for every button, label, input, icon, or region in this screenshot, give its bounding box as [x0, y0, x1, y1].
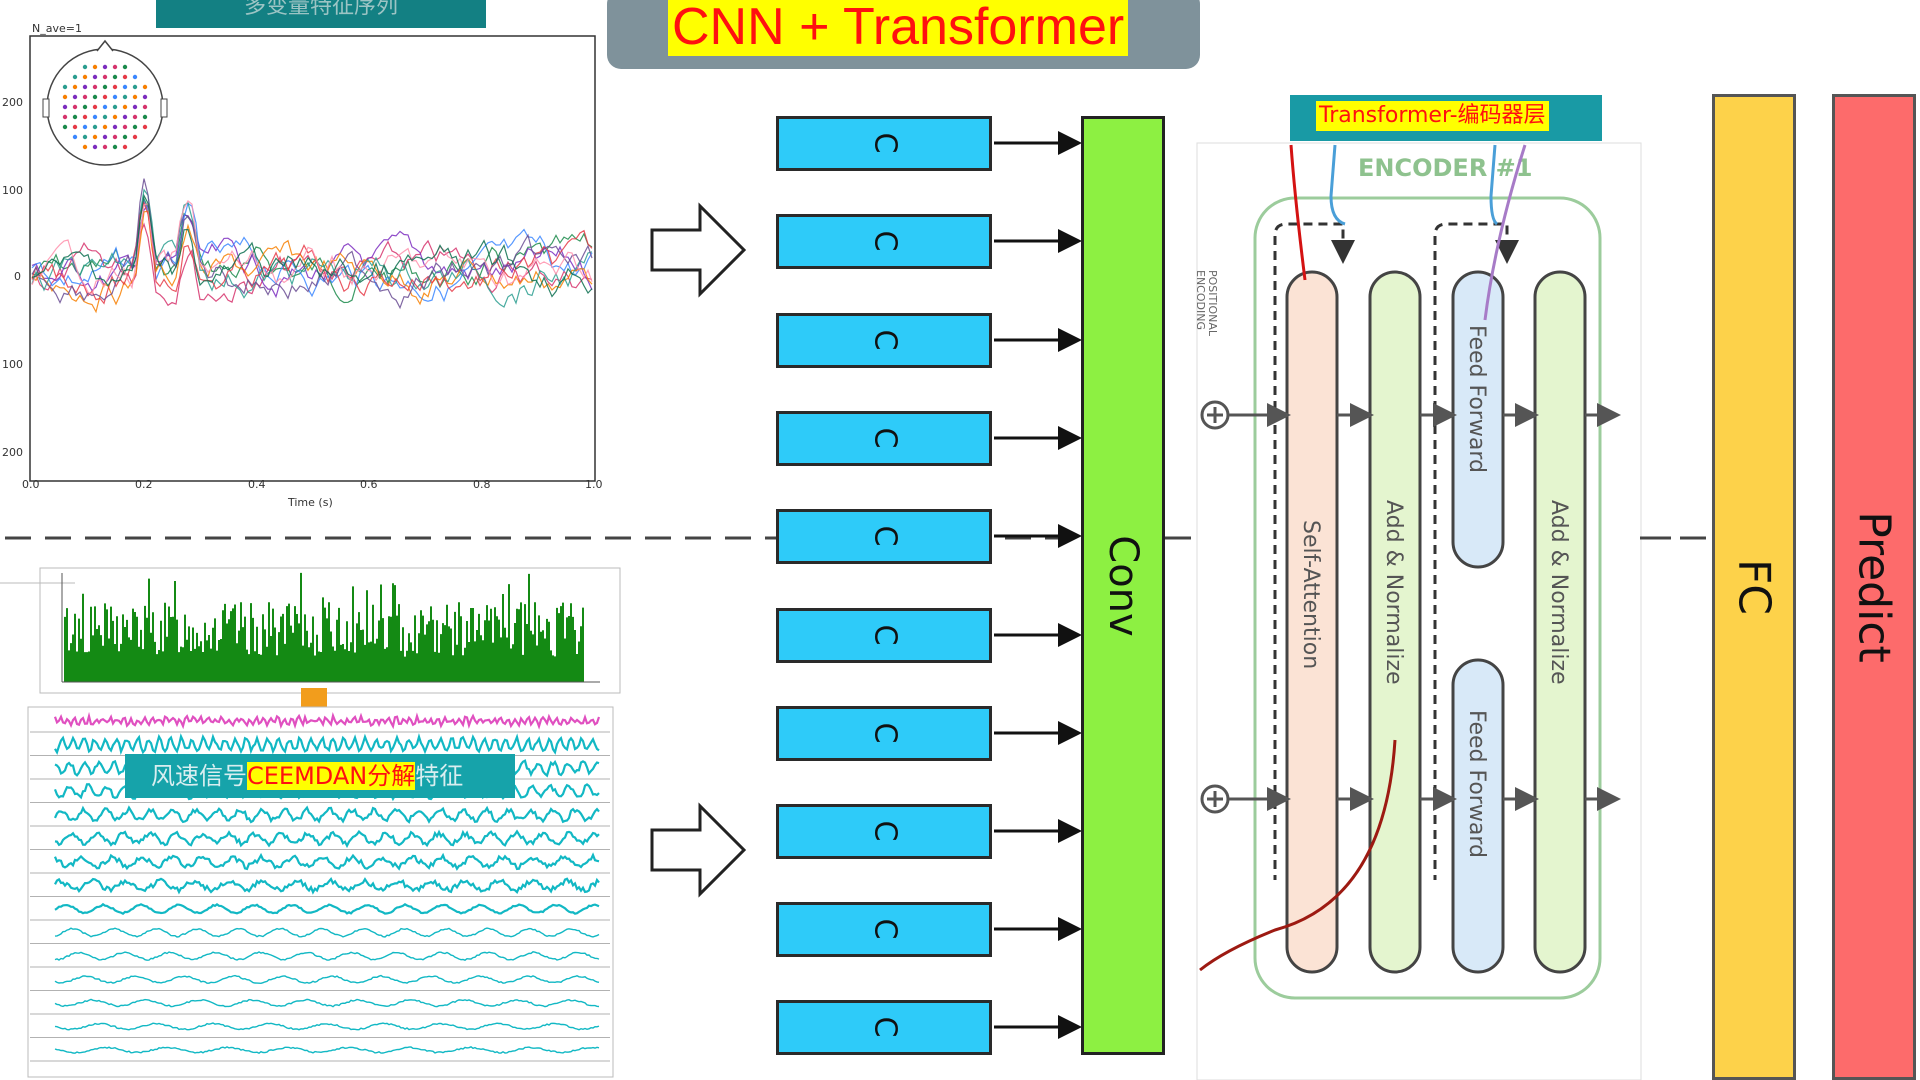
c-to-conv-arrows	[994, 131, 1082, 1039]
eeg-y-tick: 0	[14, 270, 21, 283]
eeg-x-tick: 0.2	[135, 478, 153, 491]
eeg-y-ticks: 200 100 0 100 200	[2, 96, 23, 459]
eeg-nave-label: N_ave=1	[32, 24, 82, 35]
add-normalize-label: Add & Normalize	[1546, 500, 1571, 685]
feed-forward-label: Feed Forward	[1464, 325, 1489, 473]
conv-label: Conv	[1100, 534, 1146, 637]
eeg-x-ticks: 0.0 0.2 0.4 0.6 0.8 1.0	[22, 478, 603, 491]
ceemdan-label: 风速信号CEEMDAN分解特征	[125, 754, 515, 798]
feed-forward-label: Feed Forward	[1464, 710, 1489, 858]
c-block-label: C	[866, 427, 902, 449]
c-block-label: C	[866, 132, 902, 154]
c-block: C	[776, 313, 992, 368]
eeg-x-axis-label: Time (s)	[287, 496, 333, 509]
eeg-y-tick: 100	[2, 358, 23, 371]
c-block-label: C	[866, 722, 902, 744]
c-block-label: C	[866, 230, 902, 252]
eeg-x-tick: 0.8	[473, 478, 491, 491]
c-block: C	[776, 608, 992, 663]
encoder-title: ENCODER #1	[1358, 154, 1532, 182]
diagram-title: CNN + Transformer	[668, 0, 1129, 56]
fc-block: FC	[1712, 94, 1796, 1080]
eeg-y-tick: 200	[2, 446, 23, 459]
c-block-label: C	[866, 1016, 902, 1038]
positional-encoding-label: POSITIONALENCODING	[1195, 270, 1219, 337]
add-normalize-block	[1533, 270, 1587, 974]
add-normalize-block	[1368, 270, 1422, 974]
c-block: C	[776, 804, 992, 859]
add-normalize-label: Add & Normalize	[1381, 500, 1406, 685]
c-block-label: C	[866, 329, 902, 351]
self-attention-label: Self-Attention	[1298, 520, 1323, 669]
hollow-arrow-icon	[650, 802, 747, 898]
ceemdan-label-highlight: CEEMDAN分解	[247, 762, 416, 790]
eeg-x-tick: 0.6	[360, 478, 378, 491]
c-block: C	[776, 902, 992, 957]
c-block: C	[776, 116, 992, 171]
c-block: C	[776, 509, 992, 564]
predict-block: Predict	[1832, 94, 1916, 1080]
c-block: C	[776, 1000, 992, 1055]
fc-label: FC	[1728, 558, 1780, 616]
ceemdan-label-prefix: 风速信号	[151, 762, 247, 790]
encoder-border	[1253, 196, 1602, 1000]
self-attention-block	[1285, 270, 1339, 974]
c-block: C	[776, 706, 992, 761]
eeg-x-tick: 0.0	[22, 478, 40, 491]
conv-block: Conv	[1081, 116, 1165, 1055]
hollow-arrow-icon	[650, 202, 747, 298]
c-block: C	[776, 411, 992, 466]
eeg-traces	[31, 178, 593, 314]
eeg-x-tick: 1.0	[585, 478, 603, 491]
transformer-label: Transformer-编码器层	[1316, 101, 1549, 131]
c-block-label: C	[866, 820, 902, 842]
plus-icon	[1200, 400, 1230, 430]
eeg-x-tick: 0.4	[248, 478, 266, 491]
head-map	[42, 39, 168, 166]
eeg-y-tick: 200	[2, 96, 23, 109]
eeg-plot: N_ave=1 200 100 0 100 200 0.0 0.2 0.4 0.…	[2, 24, 603, 509]
ceemdan-label-suffix: 特征	[415, 762, 464, 790]
c-block-label: C	[866, 525, 902, 547]
divider-line-end	[1640, 536, 1710, 540]
eeg-y-tick: 100	[2, 184, 23, 197]
predict-label: Predict	[1848, 511, 1900, 663]
c-block-label: C	[866, 918, 902, 940]
multivariate-series-label: 多变量特征序列	[156, 0, 486, 28]
c-block: C	[776, 214, 992, 269]
wind-signal-plot	[0, 567, 621, 694]
c-block-label: C	[866, 624, 902, 646]
encoder-diagram: ENCODER #1 Self-Attention Add & Normaliz…	[1195, 142, 1642, 1080]
transformer-label-bar: Transformer-编码器层	[1290, 95, 1602, 141]
feed-forward-block	[1451, 658, 1505, 974]
plus-icon	[1200, 784, 1230, 814]
